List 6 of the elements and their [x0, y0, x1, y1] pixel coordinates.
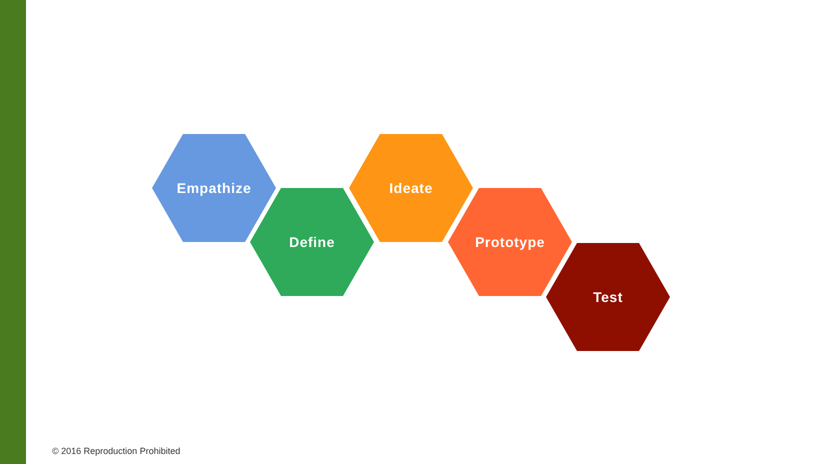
- stage-label: Empathize: [176, 180, 252, 196]
- copyright-note: © 2016 Reproduction Prohibited: [52, 446, 180, 456]
- stage-label: Prototype: [475, 234, 545, 250]
- stage-label: Ideate: [389, 180, 433, 196]
- stage-label: Test: [593, 289, 623, 305]
- stage-label: Define: [289, 234, 335, 250]
